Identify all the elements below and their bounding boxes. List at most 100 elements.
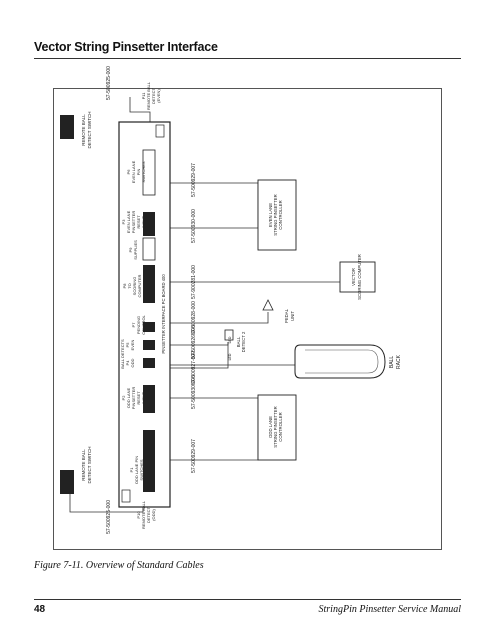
odd-lane-controller [257,394,297,461]
p7-label-2: CONTROL [141,314,146,334]
manual-title: StringPin Pinsetter Service Manual [318,604,461,615]
pedal-label-1: UNIT [290,311,295,321]
p2-label-4: INPUT [141,391,146,404]
p9-label-0: P9 [128,247,133,253]
led-label-1: LED [228,336,232,343]
scoring-label-0: VECTOR [351,268,356,286]
connector-p5 [143,340,155,350]
even-controller-label-1: STRING PINSETTER [273,194,278,236]
board-title-group: PINSETTER INTERFACE PC BOARD 400 [161,274,166,354]
odd-controller-label-2: CONTROLLER [278,412,283,441]
p11-label-2: DETECT [151,87,156,104]
p7-label-0: P7 [131,322,136,328]
even-controller-label-0: EVEN LANE [268,203,273,227]
p11-label-0: P11 [141,92,146,100]
scoring-label-1: SCORING COMPUTER [357,254,362,300]
p8-label-3: COMPUTER [137,274,142,297]
p4-label-0: P4 [125,360,130,366]
even-lane-controller [257,179,297,251]
connector-p9 [142,237,156,261]
p2-label-3: RESET [136,391,141,405]
vector-scoring-computer [339,261,376,293]
board-title: PINSETTER INTERFACE PC BOARD 400 [161,274,166,354]
p10-label-0: P10 [136,511,141,519]
p8-label-1: TO [127,283,132,288]
p2-label-0: P2 [121,395,126,401]
remote-ball-detect-switch-right [60,115,74,139]
switch-right-label-1: DETECT SWITCH [87,112,92,149]
p2-label-1: ODD LANE [126,387,131,408]
ball-rack-label-1: RACK [396,354,402,369]
even-controller-label-2: CONTROLLER [278,200,283,229]
p5-label-0: P5 [125,342,130,348]
cable-even-reset-label: 57-500930-000 [191,209,197,243]
ball-detect-label-1: DETECT 2 [241,331,246,352]
cable-right-label: 57-500925-000 [106,66,112,100]
p8-label-2: SCORING [132,277,137,296]
cable-even-detect-label: 57-500926-000 [191,325,197,359]
remote-ball-detect-switch-left [60,470,74,494]
ball-detects-label: BALL DETECTS [120,339,125,369]
p11-label-3: (EVEN) [156,89,161,103]
p6-label-1: EVEN LANE [131,160,136,183]
connector-p2 [143,385,155,413]
p3-label-2: PINSETTER [131,211,136,234]
p7-label-1: PENDING [136,316,141,334]
connector-p10 [121,489,131,503]
footer-rule [34,599,461,600]
p9-label-1: SUPPLIES [133,240,138,260]
p3-label-1: EVEN LANE [126,210,131,233]
p10-label-3: (ODD) [151,509,156,521]
p1-label-0: P1 [129,467,134,473]
switch-right-label-0: REMOTE BALL [81,114,86,146]
cable-labels: 57-500925-000 57-500925-000 57-500929-00… [106,66,197,534]
pedal-unit [262,299,274,311]
connector-p7 [143,322,155,332]
connector-p1 [143,430,155,492]
p11-label-1: REMOTE BALL [146,81,151,110]
p3-label-4: INPUT [141,215,146,228]
figure-caption: Figure 7-11. Overview of Standard Cables [34,560,204,571]
p3-label-3: RESET [136,215,141,229]
cable-odd-reset-label: 57-500930-000 [191,375,197,409]
switch-left-label-0: REMOTE BALL [81,449,86,481]
connector-p4 [143,358,155,368]
ball-detect-label-0: BALL [236,336,241,347]
led-label-0: LED [228,353,232,360]
p8-label-0: P8 [122,283,127,289]
p2-label-2: PINSETTER [131,387,136,410]
section-title: Vector String Pinsetter Interface [34,40,218,54]
p6-label-2: PIN [136,169,141,176]
figure-frame [53,88,442,550]
p1-label-2: SWITCHES [139,459,144,480]
cable-odd-detect-label: 57-500927-000 [191,351,197,385]
ball-rack [294,344,386,379]
cable-scoring-label: 57-900281-000 [191,265,197,299]
p6-label-0: P6 [126,169,131,175]
ball-rack-label-0: BALL [389,356,395,368]
p4-label-1: ODD [130,358,135,367]
p3-label-0: P3 [121,219,126,225]
connector-labels: P1 ODD LANE PIN SWITCHES P2 ODD LANE PIN… [120,81,161,529]
p1-label-1: ODD LANE PIN [134,456,139,484]
cable-even-pin-label: 57-500929-007 [191,163,197,197]
connector-p6 [142,149,156,196]
odd-controller-label-1: STRING PINSETTER [273,406,278,448]
wires [69,97,356,513]
cable-left-label: 57-500925-000 [106,500,112,534]
title-rule [34,58,461,60]
connector-p3 [143,212,155,236]
connector-p11 [155,124,165,138]
page-number: 48 [34,604,46,615]
p10-label-2: DETECT [146,506,151,523]
switch-left-label-1: DETECT SWITCH [87,447,92,484]
ball-detect-2-sensor [224,329,234,341]
p6-label-3: SWITCHES [141,161,146,182]
cable-pending-label: 57-500928-000 [191,301,197,335]
cable-odd-pin-label: 57-500929-007 [191,439,197,473]
p10-label-1: REMOTE BALL [141,500,146,529]
pedal-label-0: PEDAL [284,308,289,323]
connector-p8 [143,265,155,303]
p5-label-1: EVEN [130,339,135,350]
